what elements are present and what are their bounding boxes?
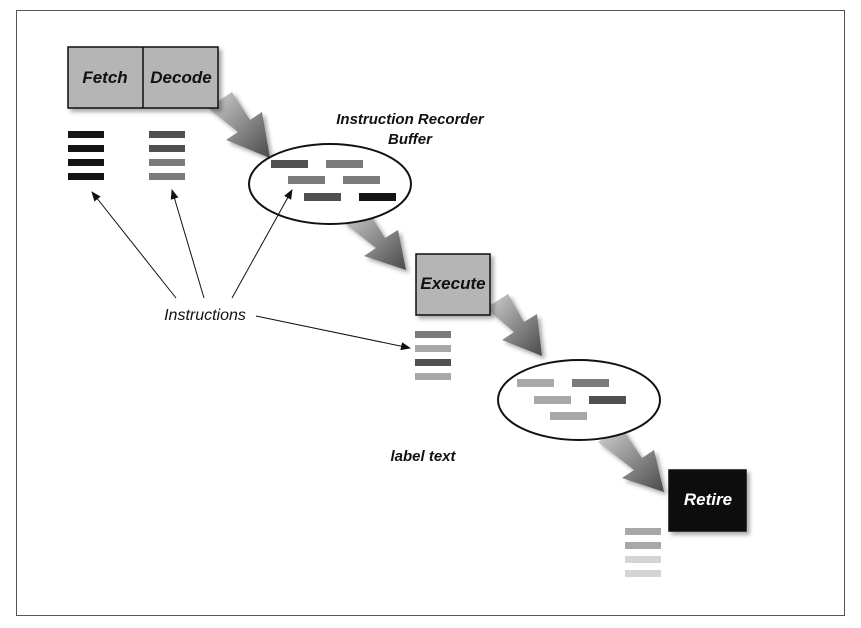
decode-instruction-stack — [149, 131, 185, 180]
decode-label: Decode — [150, 68, 211, 87]
instruction-pointer-arrows — [91, 189, 411, 351]
execute-label: Execute — [420, 274, 485, 293]
flow-arrow-window-to-retire — [598, 428, 664, 492]
window-instructions — [517, 379, 626, 420]
flow-arrow-decode-to-buffer — [208, 92, 270, 158]
retire-instruction-stack — [625, 528, 661, 577]
flow-arrow-execute-to-window — [486, 294, 542, 356]
buffer-caption-line1: Instruction Recorder — [336, 111, 485, 128]
execute-instruction-stack — [415, 331, 451, 380]
fetch-instruction-stack — [68, 131, 104, 180]
diagram-frame — [16, 10, 845, 616]
buffer-instructions — [271, 160, 396, 201]
buffer-caption-line2: Buffer — [388, 131, 433, 148]
instructions-label: Instructions — [164, 307, 246, 324]
execute-box — [415, 253, 491, 316]
retire-box — [668, 469, 747, 532]
fetch-label: Fetch — [82, 68, 127, 87]
reorder-buffer-ellipse — [248, 143, 412, 225]
instruction-window-ellipse — [497, 359, 661, 441]
retire-label: Retire — [684, 490, 732, 509]
fetch-decode-box — [67, 46, 219, 109]
label-text-caption: label text — [390, 448, 456, 465]
